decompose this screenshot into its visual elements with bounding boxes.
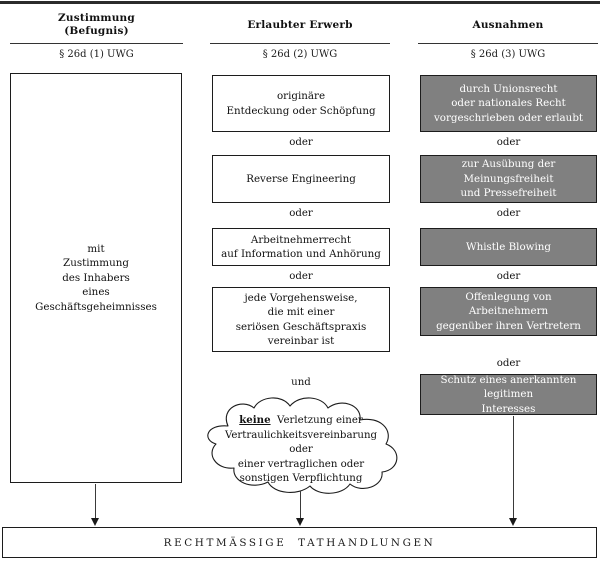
cloud-keyword-keine: keine xyxy=(239,414,271,426)
column-statute-zustimmung: § 26d (1) UWG xyxy=(59,49,134,60)
box-meinungsfreiheit[interactable]: zur Ausübung der Meinungsfreiheit und Pr… xyxy=(420,155,597,203)
top-divider-rule xyxy=(0,1,600,4)
result-label: RECHTMÄSSIGE TATHANDLUNGEN xyxy=(163,536,436,549)
column-rule-zustimmung xyxy=(10,43,183,44)
arrow-head-zustimmung-to-result xyxy=(90,518,99,526)
connector-label-erwerb-3: oder xyxy=(289,271,313,282)
connector-label-erwerb-4: und xyxy=(291,377,311,388)
column-heading-erlaubter-erwerb: Erlaubter Erwerb xyxy=(210,19,390,32)
box-rechtmaessige-tathandlungen[interactable]: RECHTMÄSSIGE TATHANDLUNGEN xyxy=(2,527,597,558)
box-mit-zustimmung-line2: Zustimmung xyxy=(63,257,129,270)
box-originaere-entdeckung-text: originäre Entdeckung oder Schöpfung xyxy=(221,89,380,118)
box-offenlegung-vertreter-line2: gegenüber ihren Vertretern xyxy=(436,319,581,332)
box-arbeitnehmerrecht-text: Arbeitnehmerrecht auf Information und An… xyxy=(216,233,386,262)
cloud-line3: einer vertraglichen oder xyxy=(237,458,365,470)
arrow-head-erwerb-to-result xyxy=(295,518,304,526)
box-mit-zustimmung-line3: des Inhabers xyxy=(62,271,130,284)
column-heading-erlaubter-erwerb-line1: Erlaubter Erwerb xyxy=(247,19,353,31)
cloud-line1: keine Verletzung einer xyxy=(215,413,387,429)
box-jede-vorgehensweise-line4: vereinbar ist xyxy=(267,335,335,347)
column-heading-ausnahmen: Ausnahmen xyxy=(418,19,598,32)
box-meinungsfreiheit-line1: zur Ausübung der Meinungsfreiheit xyxy=(461,158,556,185)
box-meinungsfreiheit-line2: und Pressefreiheit xyxy=(460,187,557,200)
box-whistle-blowing-text: Whistle Blowing xyxy=(461,240,556,255)
arrow-line-erwerb-to-result xyxy=(300,491,302,520)
connector-label-ausnahmen-3: oder xyxy=(496,271,521,282)
column-heading-zustimmung-line2: (Befugnis) xyxy=(64,25,129,37)
arrow-line-ausnahmen-to-result xyxy=(513,416,515,520)
box-offenlegung-vertreter-line1: Offenlegung von Arbeitnehmern xyxy=(465,290,552,318)
cloud-keine-verletzung[interactable] xyxy=(190,396,412,500)
cloud-line1-rest: Verletzung einer xyxy=(277,415,363,426)
box-unionsrecht-text: durch Unionsrecht oder nationales Recht … xyxy=(429,82,588,126)
connector-label-erwerb-2: oder xyxy=(289,208,313,219)
column-statute-erlaubter-erwerb: § 26d (2) UWG xyxy=(262,49,338,60)
box-whistle-blowing-line1: Whistle Blowing xyxy=(466,240,551,253)
box-jede-vorgehensweise[interactable]: jede Vorgehensweise, die mit einer seriö… xyxy=(212,287,390,352)
box-offenlegung-vertreter-text: Offenlegung von Arbeitnehmern gegenüber … xyxy=(421,290,596,334)
box-reverse-engineering[interactable]: Reverse Engineering xyxy=(212,155,390,203)
connector-label-ausnahmen-4: oder xyxy=(496,358,521,369)
box-arbeitnehmerrecht-line1: Arbeitnehmerrecht xyxy=(250,233,352,246)
box-unionsrecht-line2: oder nationales Recht xyxy=(451,97,566,110)
column-rule-erlaubter-erwerb xyxy=(210,43,390,44)
cloud-shape-icon xyxy=(207,397,398,494)
arrow-head-ausnahmen-to-result xyxy=(508,518,517,526)
box-mit-zustimmung-text: mit Zustimmung des Inhabers eines Geschä… xyxy=(30,242,162,315)
box-unionsrecht-line1: durch Unionsrecht xyxy=(459,82,558,95)
box-whistle-blowing[interactable]: Whistle Blowing xyxy=(420,228,597,266)
box-arbeitnehmerrecht-line2: auf Information und Anhörung xyxy=(221,248,381,260)
box-legitimes-interesse-line2: Interesses xyxy=(481,402,536,415)
column-heading-zustimmung: Zustimmung (Befugnis) xyxy=(10,12,183,38)
box-jede-vorgehensweise-line1: jede Vorgehensweise, xyxy=(244,291,358,304)
box-originaere-entdeckung-line1: originäre xyxy=(276,90,326,102)
box-mit-zustimmung-line1: mit xyxy=(87,242,105,255)
box-mit-zustimmung[interactable]: mit Zustimmung des Inhabers eines Geschä… xyxy=(10,73,182,483)
box-originaere-entdeckung-line2: Entdeckung oder Schöpfung xyxy=(226,104,376,117)
cloud-keine-verletzung-text: keine Verletzung einer Vertraulichkeitsv… xyxy=(215,413,387,487)
column-rule-ausnahmen xyxy=(418,43,598,44)
box-meinungsfreiheit-text: zur Ausübung der Meinungsfreiheit und Pr… xyxy=(421,157,596,201)
column-statute-ausnahmen: § 26d (3) UWG xyxy=(470,49,546,60)
box-jede-vorgehensweise-line2: die mit einer xyxy=(267,306,335,318)
box-legitimes-interesse-text: Schutz eines anerkannten legitimen Inter… xyxy=(421,373,596,417)
box-arbeitnehmerrecht[interactable]: Arbeitnehmerrecht auf Information und An… xyxy=(212,228,390,266)
box-mit-zustimmung-line4: eines xyxy=(82,286,110,299)
box-originaere-entdeckung[interactable]: originäre Entdeckung oder Schöpfung xyxy=(212,75,390,132)
box-jede-vorgehensweise-line3: seriösen Geschäftspraxis xyxy=(235,320,367,333)
connector-label-ausnahmen-1: oder xyxy=(496,137,521,148)
box-legitimes-interesse[interactable]: Schutz eines anerkannten legitimen Inter… xyxy=(420,374,597,415)
cloud-line2: Vertraulichkeitsvereinbarung oder xyxy=(224,429,378,456)
box-unionsrecht[interactable]: durch Unionsrecht oder nationales Recht … xyxy=(420,75,597,132)
box-mit-zustimmung-line5: Geschäftsgeheimnisses xyxy=(35,300,157,313)
box-reverse-engineering-line1: Reverse Engineering xyxy=(246,172,356,185)
box-reverse-engineering-text: Reverse Engineering xyxy=(241,172,361,187)
box-offenlegung-vertreter[interactable]: Offenlegung von Arbeitnehmern gegenüber … xyxy=(420,287,597,336)
connector-label-ausnahmen-2: oder xyxy=(496,208,521,219)
column-heading-zustimmung-line1: Zustimmung xyxy=(58,12,135,24)
connector-label-erwerb-1: oder xyxy=(289,137,313,148)
cloud-line4: sonstigen Verpflichtung xyxy=(239,473,363,485)
column-heading-ausnahmen-line1: Ausnahmen xyxy=(472,19,544,31)
box-legitimes-interesse-line1: Schutz eines anerkannten legitimen xyxy=(440,373,577,401)
box-jede-vorgehensweise-text: jede Vorgehensweise, die mit einer seriö… xyxy=(231,291,372,349)
box-unionsrecht-line3: vorgeschrieben oder erlaubt xyxy=(433,111,584,124)
arrow-line-zustimmung-to-result xyxy=(95,484,97,520)
